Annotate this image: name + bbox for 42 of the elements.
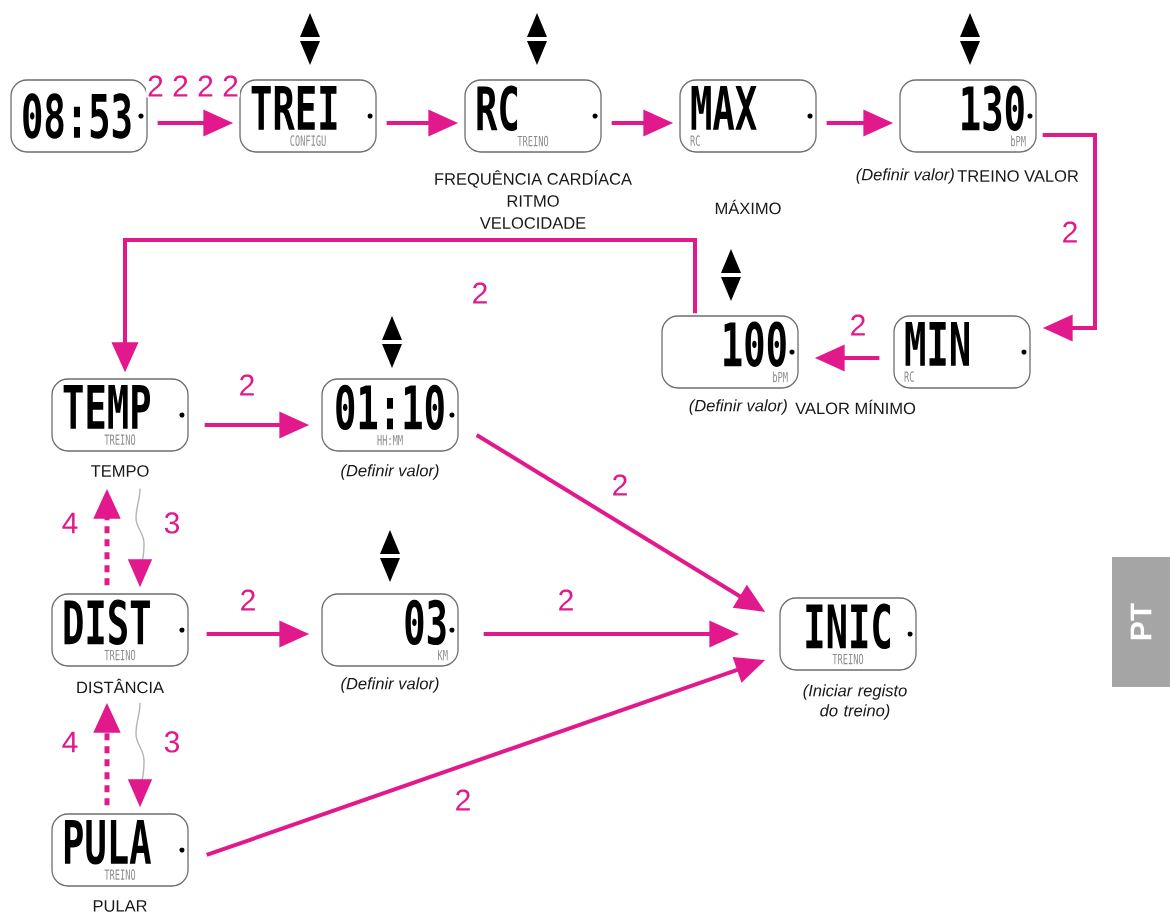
edge-label: 2 (238, 588, 258, 612)
node-label: PULAR (93, 900, 147, 912)
watch-display: RC TREINO (464, 79, 602, 153)
edge-label: 2 (848, 313, 868, 337)
edge-label: 4 (60, 511, 80, 535)
watch-display: DIST TREINO (51, 593, 189, 667)
arrow (1042, 133, 1097, 342)
node-label: VALOR MÍNIMO (795, 399, 916, 415)
node-label: (Definir valor) (341, 677, 439, 693)
node-label: DISTÂNCIA (77, 678, 164, 694)
watch-display: TEMP TREINO (51, 378, 189, 452)
node-label: (Iniciar registo do treino) (803, 684, 907, 720)
node-label: (Definir valor) (856, 168, 954, 184)
edge-label: 2 (453, 788, 473, 812)
node-label: (Definir valor) (689, 399, 787, 415)
language-tab: PT (1112, 557, 1170, 687)
edge-label: 2 (1060, 220, 1080, 244)
watch-display: 01:10 HH:MM (321, 378, 459, 452)
edge-label: 2 (610, 473, 630, 497)
node-label: TEMPO (91, 465, 149, 477)
watch-display: 03 KM (321, 593, 459, 667)
edge-label: 2 2 2 2 (146, 74, 240, 98)
node-label: VELOCIDADE (479, 217, 586, 229)
edge-label: 3 (162, 511, 182, 535)
watch-display: 130 bPM (899, 79, 1037, 153)
edge-label: 2 (556, 588, 576, 612)
node-label: MÁXIMO (715, 199, 781, 215)
edge-label: 4 (60, 730, 80, 754)
watch-display: 08:53 (10, 79, 148, 153)
node-label: TREINO VALOR (957, 170, 1079, 182)
watch-display: PULA TREINO (51, 813, 189, 887)
watch-display: MAX RC (679, 79, 817, 153)
watch-display: 100 bPM (661, 315, 799, 389)
watch-display: INIC TREINO (779, 597, 917, 671)
node-label: (Definir valor) (341, 464, 439, 480)
edge-label: 3 (162, 730, 182, 754)
node-label: RITMO (507, 195, 559, 207)
watch-display: TREI CONFIGU (239, 79, 377, 153)
edge-label: 2 (470, 281, 490, 305)
watch-display: MIN RC (893, 315, 1031, 389)
edge-label: 2 (237, 373, 257, 397)
node-label: FREQUÊNCIA CARDÍACA (435, 170, 632, 188)
